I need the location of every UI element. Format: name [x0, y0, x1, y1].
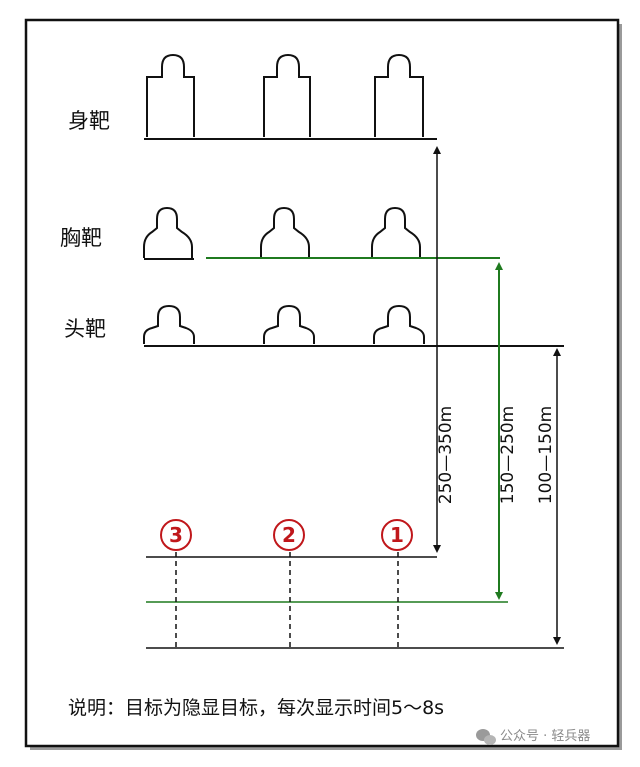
body-target-1: [374, 53, 424, 137]
frame: [24, 18, 620, 748]
body-target-3: [146, 53, 195, 137]
watermark-text: 公众号 · 轻兵器: [500, 729, 590, 744]
position-marker-2: 2: [273, 519, 305, 551]
wechat-icon: [476, 729, 496, 745]
row-label-head: 头靶: [64, 317, 106, 341]
head-target-row: [143, 304, 564, 347]
body-distance-label: 250—350m: [436, 406, 456, 504]
position-number-2: 2: [282, 523, 296, 547]
lane-lines: [175, 552, 399, 648]
row-label-chest: 胸靶: [60, 226, 102, 250]
watermark: 公众号 · 轻兵器: [476, 729, 590, 745]
position-marker-3: 3: [160, 519, 192, 551]
chest-distance-label: 150—250m: [498, 406, 518, 504]
position-number-1: 1: [390, 523, 404, 547]
position-number-3: 3: [169, 523, 183, 547]
chest-target-1: [371, 206, 421, 258]
head-target-3: [143, 304, 195, 344]
body-target-row: [144, 53, 437, 140]
chest-target-row: [143, 206, 421, 258]
chest-target-3: [143, 206, 193, 258]
body-target-2: [263, 53, 311, 137]
head-distance-label: 100—150m: [536, 406, 556, 504]
row-label-body: 身靶: [68, 109, 110, 133]
note-text: 说明：目标为隐显目标，每次显示时间5～8s: [68, 697, 444, 719]
chest-target-2: [260, 206, 310, 258]
head-target-1: [373, 304, 425, 344]
position-marker-1: 1: [381, 519, 413, 551]
head-target-2: [263, 304, 315, 344]
